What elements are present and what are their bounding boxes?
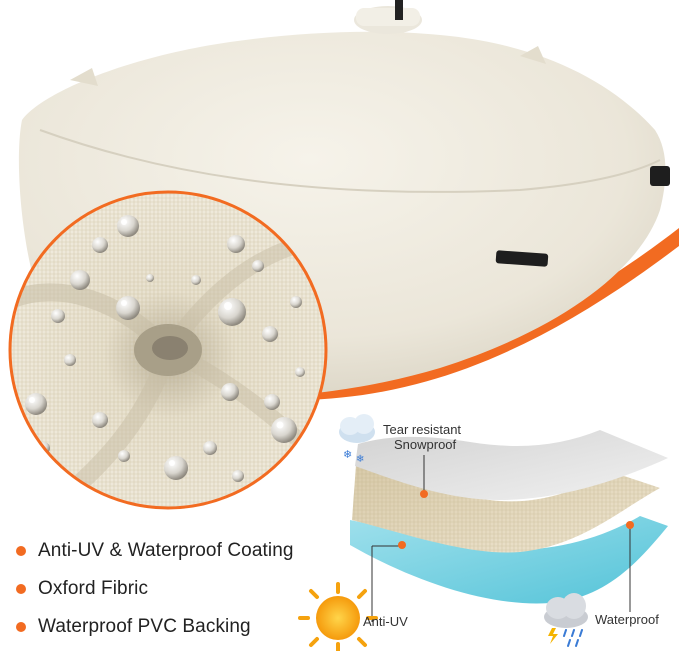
- feature-item: Anti-UV & Waterproof Coating: [16, 532, 346, 570]
- label-anti-uv: Anti-UV: [363, 614, 408, 629]
- layer-diagram: [350, 430, 668, 622]
- storm-cloud-icon: [544, 593, 588, 647]
- svg-text:❄: ❄: [343, 448, 352, 461]
- feature-text: Waterproof PVC Backing: [38, 616, 251, 637]
- bullet-icon: [16, 546, 26, 556]
- snowflake-cloud-icon: ❄ ❄: [339, 414, 375, 465]
- sun-icon: [298, 582, 378, 651]
- fabric-closeup: [10, 192, 326, 508]
- feature-text: Anti-UV & Waterproof Coating: [38, 540, 294, 561]
- bullet-icon: [16, 622, 26, 632]
- svg-text:❄: ❄: [356, 454, 364, 465]
- feature-item: Waterproof PVC Backing: [16, 608, 346, 646]
- label-waterproof: Waterproof: [595, 612, 659, 627]
- label-snowproof: Snowproof: [394, 437, 457, 452]
- label-tear-resistant: Tear resistant: [383, 422, 462, 437]
- closeup-frame: [8, 190, 328, 510]
- feature-list: Anti-UV & Waterproof Coating Oxford Fibr…: [16, 532, 346, 646]
- feature-text: Oxford Fibric: [38, 578, 149, 599]
- bullet-icon: [16, 584, 26, 594]
- feature-item: Oxford Fibric: [16, 570, 346, 608]
